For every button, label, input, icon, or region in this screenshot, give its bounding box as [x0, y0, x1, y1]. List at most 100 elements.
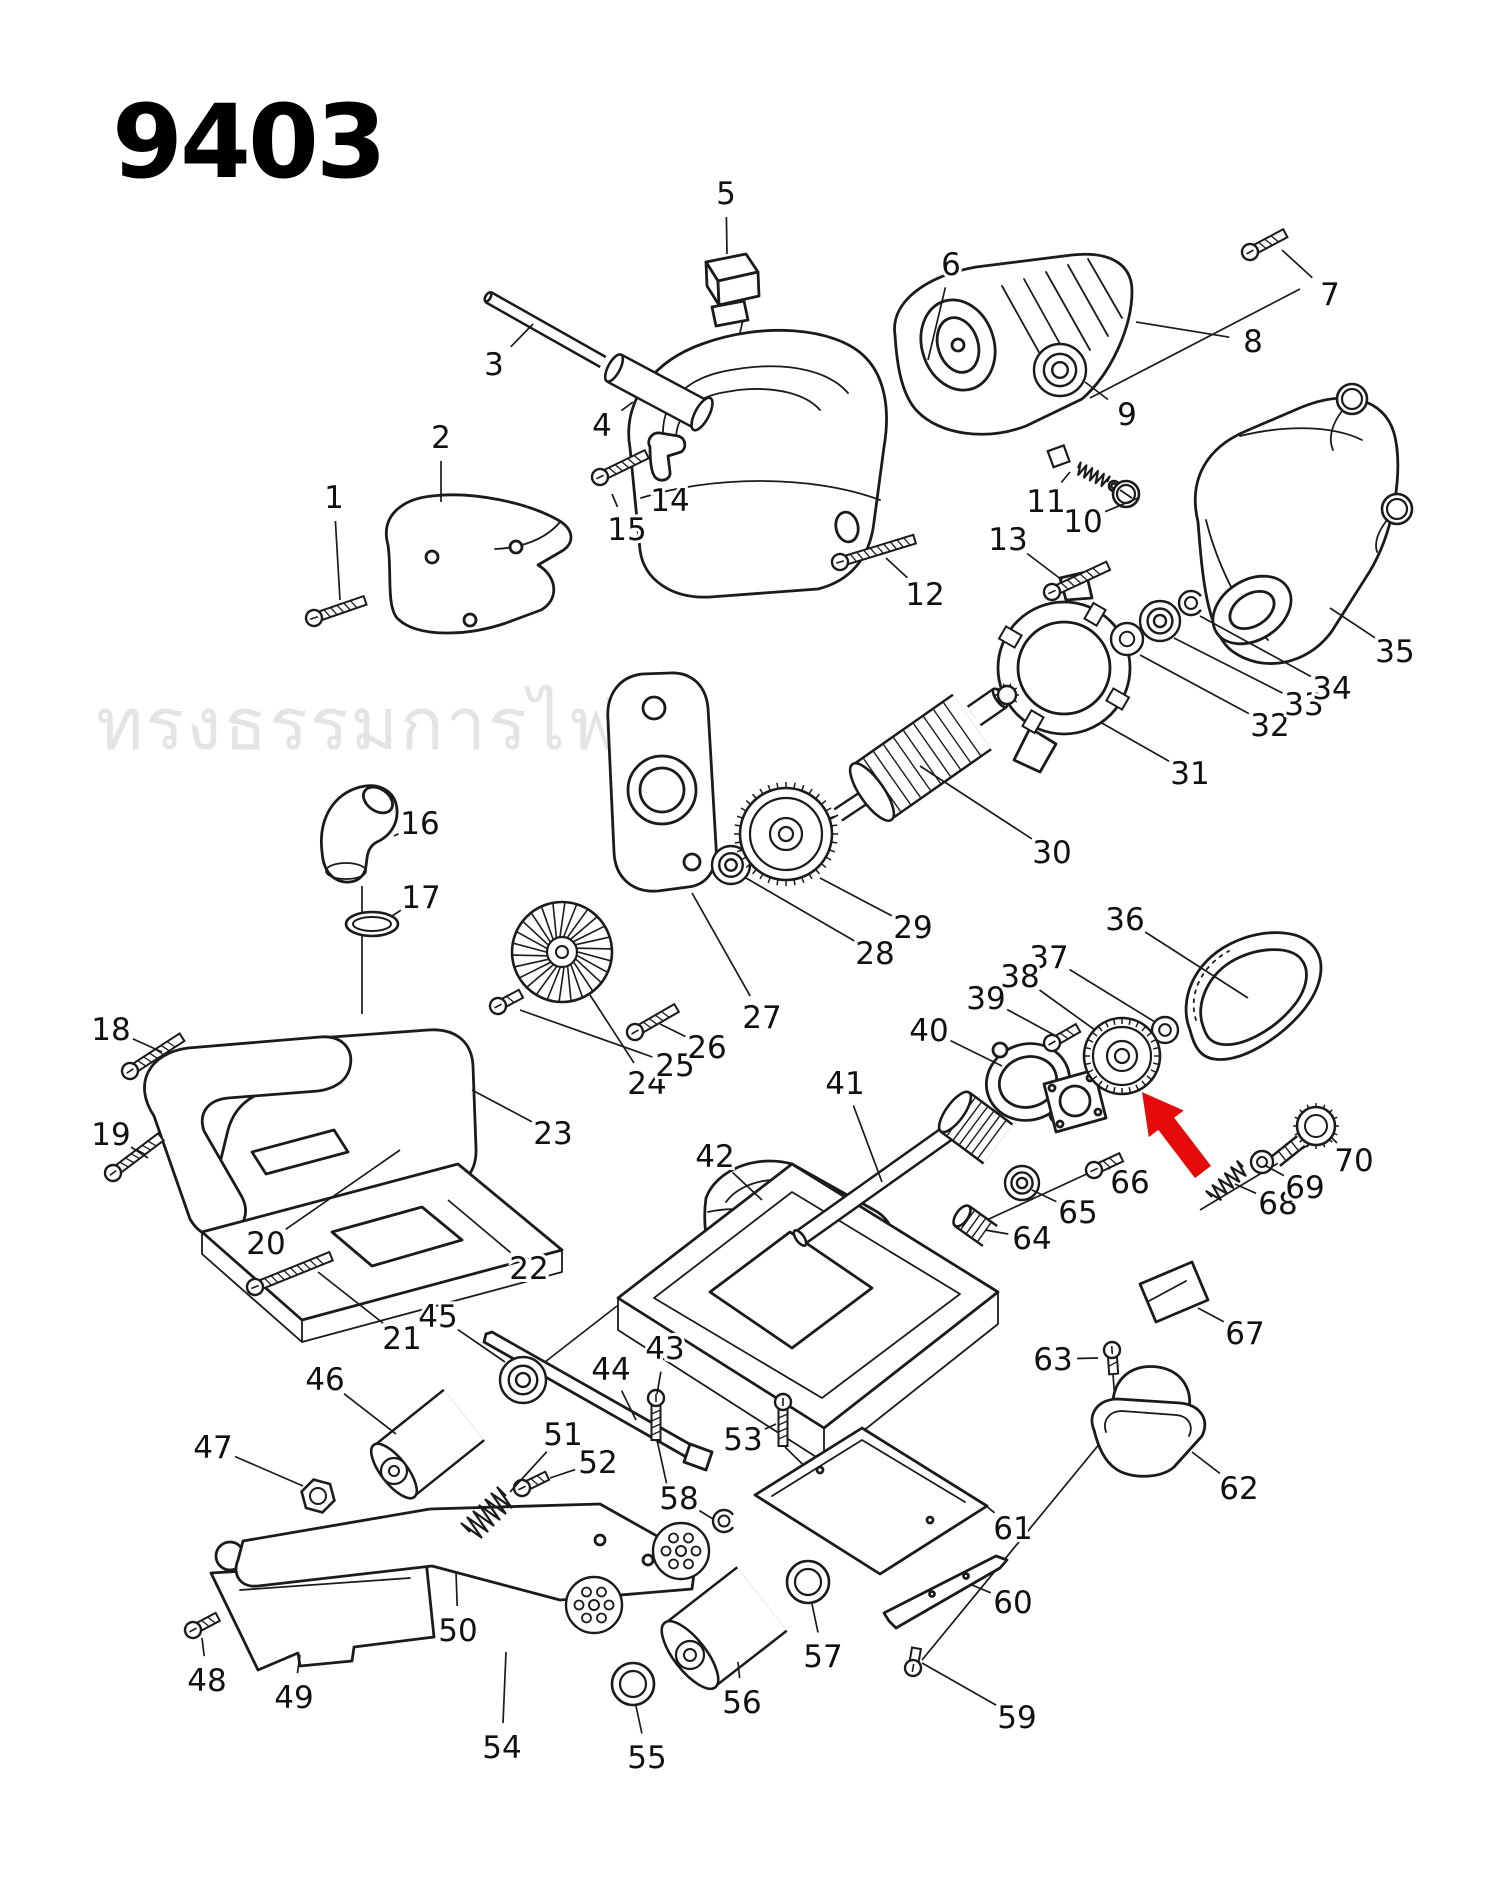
part-label-6: 6: [941, 247, 961, 283]
leader-line-part-68: [1234, 1183, 1257, 1195]
part-label-52: 52: [578, 1445, 617, 1481]
part-label-51: 51: [543, 1417, 582, 1453]
screw-icon: [1042, 1022, 1082, 1053]
part-label-49: 49: [274, 1680, 313, 1716]
leader-line-part-69: [1265, 1165, 1285, 1177]
part-67-drawing: [1138, 1260, 1210, 1324]
leader-line-part-22: [447, 1199, 512, 1254]
leader-line-part-61: [984, 1504, 996, 1514]
highlight-arrow-shape: [1142, 1092, 1211, 1179]
leader-line-part-34: [1199, 615, 1312, 678]
part-label-34: 34: [1312, 671, 1351, 707]
leader-line-part-58: [698, 1509, 714, 1520]
part-27-drawing: [606, 671, 718, 893]
part-label-64: 64: [1012, 1221, 1051, 1257]
part-label-18: 18: [91, 1012, 130, 1048]
leader-line-part-11: [1060, 471, 1071, 484]
screw-icon: [1042, 560, 1112, 602]
screw-icon: [773, 1392, 793, 1447]
part-label-8: 8: [1243, 324, 1263, 360]
part-label-9: 9: [1117, 397, 1137, 433]
part-label-54: 54: [482, 1730, 521, 1766]
part-label-24: 24: [627, 1066, 666, 1102]
leader-line-part-40: [950, 1039, 1003, 1067]
part-label-12: 12: [905, 577, 944, 613]
screw-icon: [646, 1388, 666, 1441]
screw-icon: [512, 1470, 551, 1498]
part-label-23: 23: [533, 1116, 572, 1152]
part-label-56: 56: [722, 1685, 761, 1721]
screw-icon: [903, 1646, 923, 1678]
part-label-40: 40: [909, 1013, 948, 1049]
part-label-15: 15: [607, 512, 646, 548]
leader-line-part-21: [317, 1271, 384, 1324]
part-label-47: 47: [193, 1430, 232, 1466]
leader-line-part-42: [731, 1171, 763, 1201]
part-5-drawing: [704, 252, 761, 328]
part-label-50: 50: [438, 1613, 477, 1649]
leader-line-part-26: [659, 1023, 686, 1038]
screw-icon: [245, 1250, 335, 1297]
page-title: 9403: [112, 83, 387, 202]
part-35-drawing: [1193, 396, 1400, 665]
part-label-30: 30: [1032, 835, 1071, 871]
part-label-46: 46: [305, 1362, 344, 1398]
screw-icon: [304, 594, 368, 628]
part-label-60: 60: [993, 1585, 1032, 1621]
part-label-13: 13: [988, 522, 1027, 558]
leader-line-part-49: [296, 1654, 301, 1674]
leader-line-part-27: [691, 892, 751, 997]
leader-line-part-5: [725, 216, 728, 255]
leader-line-part-32: [1139, 654, 1250, 715]
part-61-drawing: [753, 1426, 989, 1576]
leader-line-part-18: [132, 1038, 163, 1053]
leader-line-part-62: [1191, 1451, 1221, 1475]
screw-icon: [1084, 1151, 1125, 1180]
screw-icon: [1240, 227, 1289, 262]
part-label-31: 31: [1170, 756, 1209, 792]
part-label-48: 48: [187, 1663, 226, 1699]
leader-line-part-63: [1076, 1357, 1099, 1360]
leader-line-part-3: [510, 323, 534, 348]
leader-line-part-29: [819, 877, 893, 917]
part-label-66: 66: [1110, 1165, 1149, 1201]
part-label-63: 63: [1033, 1342, 1072, 1378]
leader-line-part-9: [1084, 381, 1109, 401]
part-label-37: 37: [1029, 940, 1068, 976]
leader-line-part-17: [391, 909, 402, 917]
part-label-25: 25: [655, 1048, 694, 1084]
base-frame-drawing: [616, 1162, 1000, 1463]
part-label-44: 44: [591, 1352, 630, 1388]
part-label-20: 20: [246, 1226, 285, 1262]
part-label-33: 33: [1284, 687, 1323, 723]
leader-line-part-1: [334, 520, 341, 601]
leader-line-part-60: [971, 1584, 992, 1594]
leader-line-part-47: [234, 1455, 304, 1487]
part-label-45: 45: [418, 1299, 457, 1335]
part-label-65: 65: [1058, 1195, 1097, 1231]
leader-line-part-15: [611, 493, 619, 508]
leader-line-part-65: [1031, 1189, 1057, 1203]
leader-line-part-31: [1099, 721, 1170, 762]
part-label-5: 5: [716, 176, 736, 212]
part-label-55: 55: [627, 1740, 666, 1776]
part-label-39: 39: [966, 981, 1005, 1017]
screw-icon: [183, 1611, 222, 1640]
leader-line-part-23: [471, 1089, 533, 1123]
part-label-42: 42: [695, 1139, 734, 1175]
part-31-drawing: [996, 570, 1132, 774]
leader-line-part-48: [201, 1637, 206, 1657]
screw-icon: [1102, 1340, 1122, 1376]
part-16-drawing: [319, 784, 399, 884]
part-label-62: 62: [1219, 1471, 1258, 1507]
part-label-53: 53: [723, 1422, 762, 1458]
part-label-21: 21: [382, 1321, 421, 1357]
part-20-22-handle-drawing: [143, 1028, 564, 1343]
part-label-38: 38: [1000, 959, 1039, 995]
part-drawings: [143, 252, 1400, 1672]
leader-line-part-53: [764, 1423, 777, 1430]
leader-line-part-30: [919, 765, 1033, 840]
part-label-2: 2: [431, 420, 451, 456]
part-label-11: 11: [1026, 484, 1065, 520]
leader-line-part-28: [745, 877, 855, 942]
